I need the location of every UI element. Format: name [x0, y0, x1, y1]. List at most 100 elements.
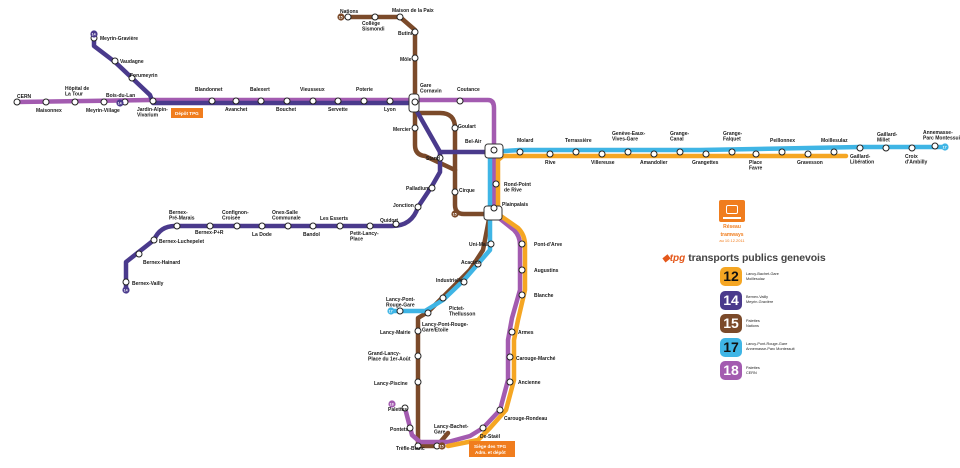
station-label-croix-ambilly: Croix: [905, 154, 918, 160]
station-label-grange-falquet: Falquet: [723, 137, 741, 143]
station-marker-blanche: [518, 291, 526, 299]
tram-icon: [719, 200, 745, 222]
station-label-annemasse-parc: Parc Montessuit: [923, 136, 960, 142]
station-marker-moillesulaz: [830, 148, 838, 156]
station-marker-blandonnet: [208, 97, 216, 105]
station-label-augustins: Augustins: [534, 268, 559, 274]
terminus-badge-number: 14: [124, 289, 128, 293]
terminus-badge-15: [337, 13, 345, 21]
terminus-badge-18: [388, 400, 396, 408]
line-17-path: [387, 144, 948, 314]
station-marker-palladium: [428, 184, 436, 192]
network-date: au 10.12.2011: [719, 238, 745, 243]
station-label-lancy-bachet-gare: Lancy-Bachet-: [434, 424, 469, 430]
terminus-badge-14: [116, 99, 124, 107]
line-destination: Lancy-Pont-Rouge-Gare: [746, 342, 788, 347]
station-label-trefle-blanc: Trèfle-Blanc: [396, 446, 425, 452]
station-label-bernex-hainard: Bernex-Hainard: [143, 260, 180, 266]
station-label-ancienne: Ancienne: [518, 380, 541, 386]
station-marker-bel-air: [490, 146, 498, 154]
station-label-grand-lancy: Grand-Lancy-: [368, 351, 401, 357]
station-label-grand-lancy: Place du 1er-Août: [368, 357, 411, 363]
station-label-stand: Stand: [426, 156, 440, 162]
station-marker-armes: [508, 328, 516, 336]
station-marker-grange-falquet: [728, 148, 736, 156]
station-label-college-sismondi: Collège: [362, 21, 380, 27]
station-label-lancy-pont-rouge-etoile: Gare/Etoile: [422, 328, 449, 334]
station-marker-coutance: [456, 97, 464, 105]
station-label-palladium: Palladium: [406, 186, 430, 192]
station-marker-terrassiere: [572, 148, 580, 156]
station-label-bernex-luchepelet: Bernex-Luchepelet: [159, 239, 204, 245]
station-label-butini: Butini: [398, 31, 413, 37]
depot-tpg-badge: [171, 108, 203, 118]
station-label-grange-canal: Grange-: [670, 131, 690, 137]
station-marker-grange-canal: [676, 148, 684, 156]
line-number-badge: 15: [720, 314, 742, 333]
terminus-badge-number: 14: [92, 33, 96, 37]
station-label-place-favre: Favre: [749, 166, 763, 172]
tpg-brand-text: transports publics genevois: [688, 252, 826, 264]
terminus-badge-17: [387, 307, 395, 315]
station-label-onex-salle: Communale: [272, 216, 301, 222]
station-label-bel-air: Bel-Air: [465, 139, 481, 145]
station-marker-augustins: [518, 266, 526, 274]
station-label-pont-arve: Pont-d'Arve: [534, 242, 562, 248]
station-label-pictet: Pictet-: [449, 306, 465, 312]
terminus-badge-number: 15: [440, 445, 444, 449]
line-12-route: [445, 153, 849, 449]
station-label-moillesulaz: Moillesulaz: [821, 138, 848, 144]
station-marker-cirque: [451, 188, 459, 196]
station-label-mercier: Mercier: [393, 127, 411, 133]
station-label-lancy-bachet-gare: Gare: [434, 430, 446, 436]
line-destination: Moillesulaz: [746, 276, 765, 281]
station-marker-pictet: [439, 294, 447, 302]
station-marker-industrielle: [460, 278, 468, 286]
station-marker-meyrin-village: [100, 98, 108, 106]
station-label-jardin-alpin: Vivarium: [137, 113, 159, 119]
station-label-petit-lancy: Place: [350, 237, 363, 243]
station-marker-gare-cornavin: [411, 98, 419, 106]
station-marker-jonction: [414, 203, 422, 211]
station-label-plainpalais: Plainpalais: [502, 202, 528, 208]
station-label-gare-cornavin: Gare: [420, 83, 432, 89]
station-marker-lancy-pont-rouge-etoile: [424, 309, 432, 317]
station-label-uni-mail: Uni-Mail: [469, 242, 489, 248]
station-label-gaillard-liberation: Gaillard-: [850, 154, 871, 160]
station-label-bernex-vailly: Bernex-Vailly: [132, 281, 164, 287]
station-marker-amandolier: [650, 150, 658, 158]
station-marker-uni-mail: [487, 240, 495, 248]
station-marker-graveyettes: [702, 150, 710, 158]
station-label-gare-cornavin: Cornavin: [420, 89, 442, 95]
station-marker-acacias: [474, 260, 482, 268]
station-marker-pont-arve: [518, 240, 526, 248]
station-marker-gravesson: [804, 150, 812, 158]
station-label-lancy-pont-rouge-etoile: Lancy-Pont-Rouge-: [422, 322, 468, 328]
station-marker-pontets: [406, 424, 414, 432]
station-label-confignon: Confignon-: [222, 210, 249, 216]
station-label-industrielle: Industrielle: [436, 278, 463, 284]
station-label-armes: Armes: [518, 330, 534, 336]
station-marker-vaudagne: [111, 57, 119, 65]
station-label-croix-ambilly: d'Ambilly: [905, 160, 928, 166]
station-marker-la-dode: [258, 222, 266, 230]
station-label-maison-paix: Maison de la Paix: [392, 8, 434, 14]
station-label-grange-falquet: Grange-: [723, 131, 743, 137]
line-destination: Lancy-Bachet-Gare: [746, 271, 779, 276]
station-marker-maisonnex: [42, 98, 50, 106]
station-label-coutance: Coutance: [457, 87, 480, 93]
station-marker-lancy-pont-rouge-gare: [396, 307, 404, 315]
siege-tpg-badge: [469, 441, 515, 457]
station-label-bouchet: Bouchet: [276, 107, 296, 113]
tpg-brand: ◆ tpg transports publics genevois: [662, 251, 826, 265]
station-marker-bandol: [309, 222, 317, 230]
station-marker-butini: [411, 28, 419, 36]
network-legend-box: Réseau tramways au 10.12.2011: [717, 200, 747, 248]
